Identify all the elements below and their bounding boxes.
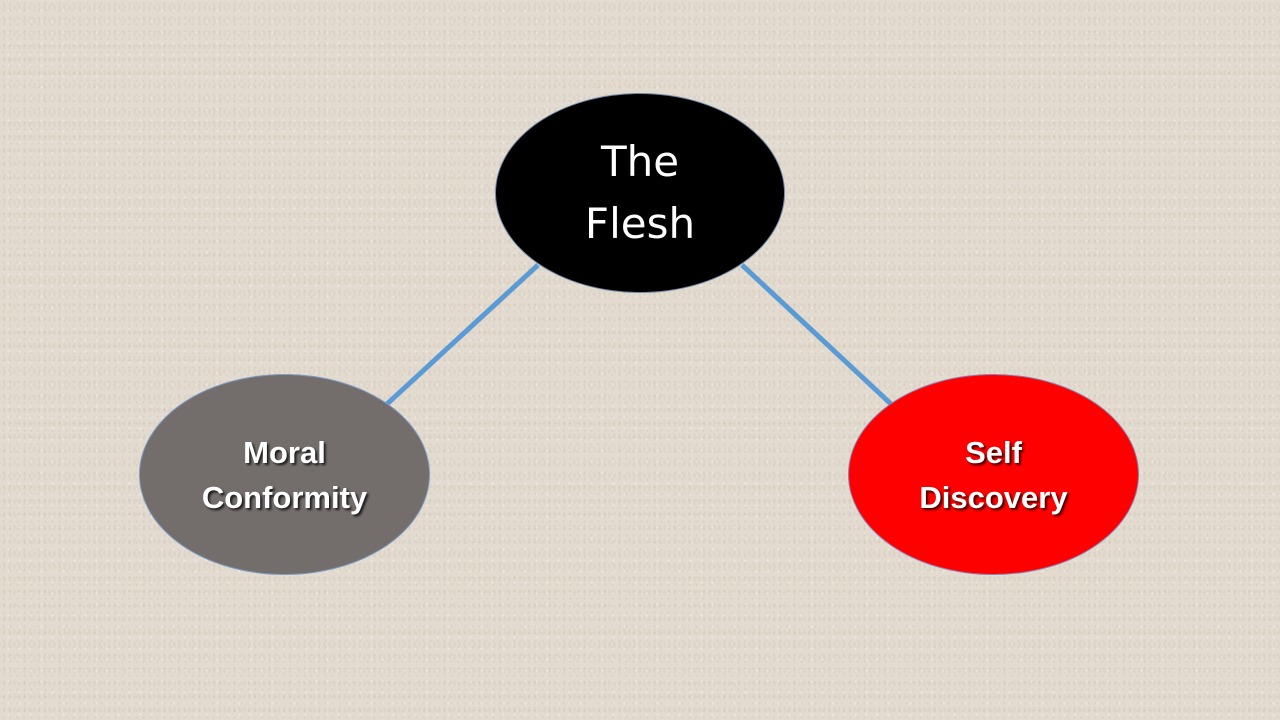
edge-flesh-to-moral-conformity xyxy=(385,263,540,406)
node-moral-conformity-label-line-2: Conformity xyxy=(201,479,368,515)
node-the-flesh-label-line-1: The xyxy=(600,137,680,186)
node-self-discovery: Self Discovery xyxy=(848,374,1139,575)
node-moral-conformity-label-line-1: Moral xyxy=(243,434,326,470)
node-self-discovery-label-line-1: Self xyxy=(965,434,1022,470)
node-self-discovery-label-line-2: Discovery xyxy=(919,479,1068,515)
node-the-flesh: The Flesh xyxy=(495,93,785,293)
edge-flesh-to-self-discovery xyxy=(740,263,893,406)
node-moral-conformity: Moral Conformity xyxy=(139,374,430,575)
node-the-flesh-label-line-2: Flesh xyxy=(584,199,696,248)
